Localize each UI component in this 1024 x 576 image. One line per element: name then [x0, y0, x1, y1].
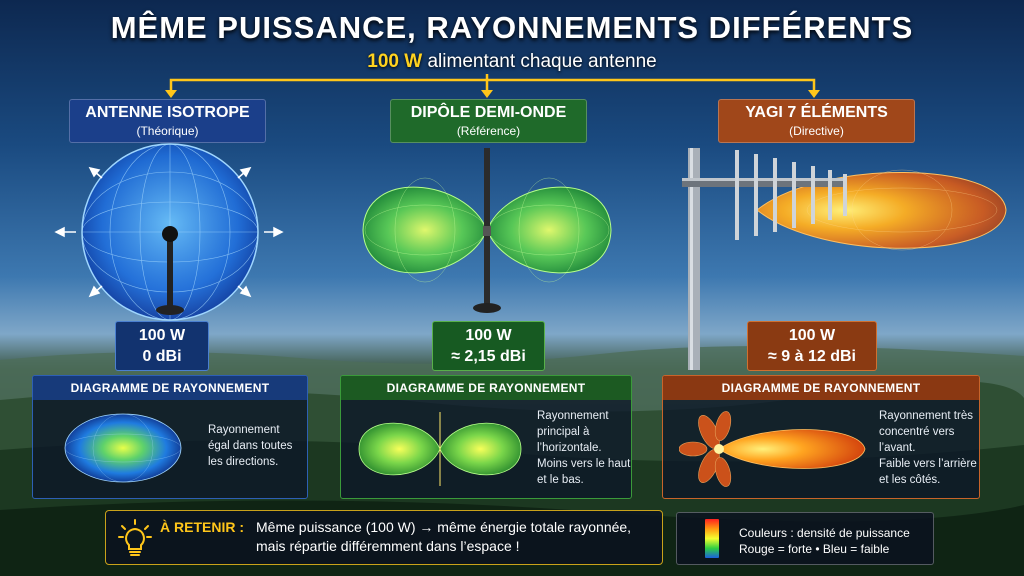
- dipole-text-line: Moins vers le haut: [537, 458, 631, 470]
- retain-label: À RETENIR :: [160, 519, 244, 535]
- isotrope-power: 100 W: [138, 327, 186, 344]
- isotrope-panel: DIAGRAMME DE RAYONNEMENT Rayonnement éga…: [32, 375, 308, 499]
- dipole-text-line: et le bas.: [537, 474, 584, 486]
- dipole-label: DIPÔLE DEMI-ONDE (Référence): [390, 99, 587, 143]
- legend-line-2: Rouge = forte • Bleu = faible: [739, 542, 890, 556]
- dipole-panel: DIAGRAMME DE RAYONNEMENT Rayonnement pri…: [340, 375, 632, 499]
- subtitle-power: 100 W: [367, 51, 423, 72]
- yagi-panel-text: Rayonnement très concentré vers l’avant.…: [879, 408, 977, 488]
- color-scale-icon: [705, 519, 719, 558]
- isotrope-gain: 0 dBi: [142, 348, 182, 365]
- isotrope-text-line: les directions.: [208, 456, 279, 468]
- isotrope-panel-text: Rayonnement égal dans toutes les directi…: [208, 422, 292, 470]
- yagi-text-line: Faible vers l’arrière: [879, 458, 977, 470]
- dipole-text-line: principal à: [537, 426, 590, 438]
- dipole-title: DIPÔLE DEMI-ONDE: [410, 104, 567, 121]
- yagi-panel-title: DIAGRAMME DE RAYONNEMENT: [663, 376, 979, 400]
- yagi-text-line: Rayonnement très: [879, 410, 973, 422]
- isotrope-text-line: égal dans toutes: [208, 440, 293, 452]
- retain-line-2: mais répartie différemment dans l’espace…: [256, 538, 520, 554]
- yagi-antenna-pattern: [682, 148, 1007, 370]
- lightbulb-icon: [118, 519, 152, 556]
- dipole-pattern: [358, 412, 522, 486]
- isotrope-panel-title: DIAGRAMME DE RAYONNEMENT: [33, 376, 307, 400]
- dipole-panel-title: DIAGRAMME DE RAYONNEMENT: [341, 376, 631, 400]
- isotrope-sphere: [54, 143, 284, 321]
- retain-box: À RETENIR : Même puissance (100 W) → mêm…: [105, 510, 663, 565]
- yagi-label: YAGI 7 ÉLÉMENTS (Directive): [718, 99, 915, 143]
- isotrope-subtitle: (Théorique): [136, 124, 199, 138]
- isotrope-title: ANTENNE ISOTROPE: [85, 104, 250, 121]
- dipole-panel-text: Rayonnement principal à l’horizontale. M…: [537, 408, 630, 488]
- yagi-text-line: l’avant.: [879, 442, 916, 454]
- isotrope-pattern: [64, 413, 182, 483]
- yagi-gain: ≈ 9 à 12 dBi: [768, 348, 856, 365]
- yagi-text-line: concentré vers: [879, 426, 955, 438]
- dipole-subtitle: (Référence): [456, 124, 521, 138]
- yagi-value-box: 100 W ≈ 9 à 12 dBi: [747, 321, 877, 371]
- dipole-text-line: Rayonnement: [537, 410, 609, 422]
- isotrope-label: ANTENNE ISOTROPE (Théorique): [69, 99, 266, 143]
- isotrope-text-line: Rayonnement: [208, 424, 280, 436]
- yagi-text-line: et les côtés.: [879, 474, 941, 486]
- subtitle-text: alimentant chaque antenne: [427, 51, 657, 72]
- dipole-value-box: 100 W ≈ 2,15 dBi: [432, 321, 545, 371]
- yagi-panel: DIAGRAMME DE RAYONNEMENT Rayonnement trè…: [662, 375, 980, 499]
- yagi-power: 100 W: [788, 327, 836, 344]
- dipole-text-line: l’horizontale.: [537, 442, 602, 454]
- page-subtitle: 100 W alimentant chaque antenne: [0, 51, 1024, 73]
- dipole-antenna-pattern: [362, 148, 612, 313]
- yagi-pattern: [679, 411, 866, 487]
- legend-line-1: Couleurs : densité de puissance: [739, 526, 910, 540]
- color-legend: Couleurs : densité de puissance Rouge = …: [676, 512, 934, 565]
- page-title: MÊME PUISSANCE, RAYONNEMENTS DIFFÉRENTS: [110, 10, 914, 45]
- yagi-subtitle: (Directive): [789, 124, 844, 138]
- dipole-power: 100 W: [465, 327, 512, 344]
- isotrope-value-box: 100 W 0 dBi: [115, 321, 209, 371]
- yagi-title: YAGI 7 ÉLÉMENTS: [745, 104, 888, 121]
- retain-text: Même puissance (100 W) → même énergie to…: [256, 518, 656, 556]
- dipole-gain: ≈ 2,15 dBi: [451, 348, 526, 365]
- retain-line-1: Même puissance (100 W) → même énergie to…: [256, 519, 632, 535]
